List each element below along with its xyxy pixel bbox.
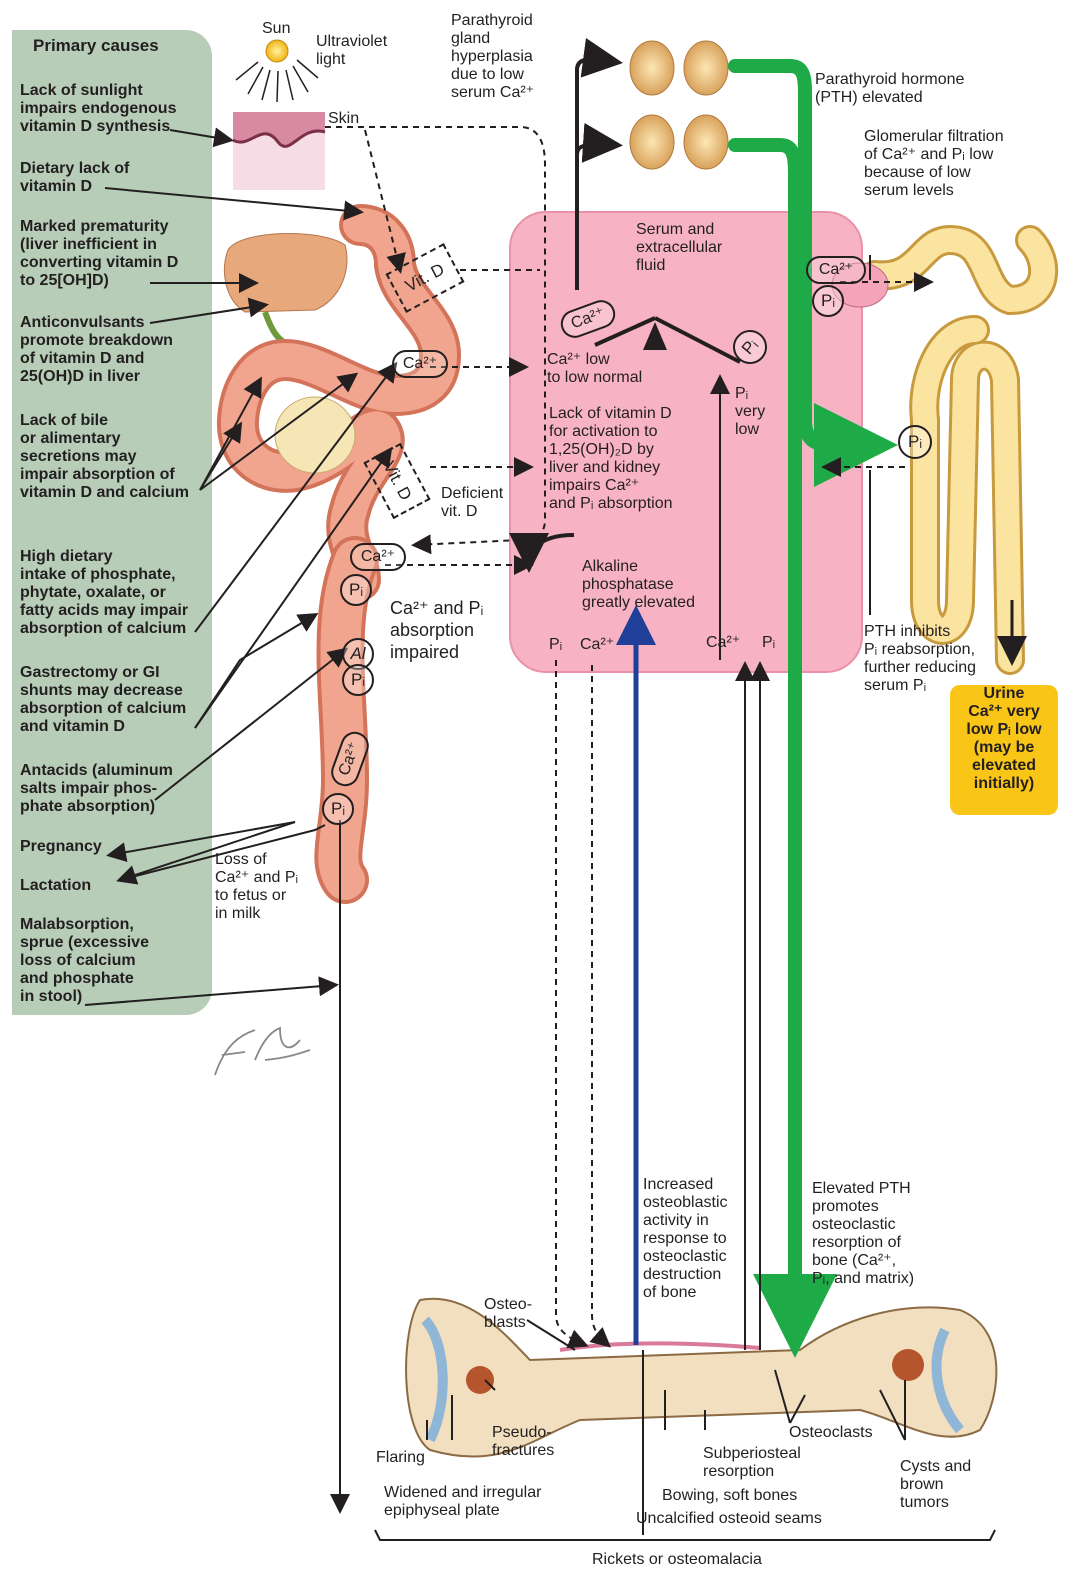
cause-pregnancy: Pregnancy bbox=[20, 838, 102, 856]
glomerular-label: Glomerular filtration of Ca²⁺ and Pᵢ low… bbox=[864, 128, 1004, 200]
lack-vitd-label: Lack of vitamin D for activation to 1,25… bbox=[549, 405, 673, 513]
elevated-pth-bone-label: Elevated PTH promotes osteoclastic resor… bbox=[812, 1180, 914, 1288]
alk-phos-label: Alkaline phosphatase greatly elevated bbox=[582, 558, 695, 612]
cause-sunlight: Lack of sunlight impairs endogenous vita… bbox=[20, 82, 176, 136]
pth-elevated-label: Parathyroid hormone (PTH) elevated bbox=[815, 71, 964, 107]
pi-very-low-label: Pᵢ very low bbox=[735, 385, 765, 439]
serum-pi-left: Pᵢ bbox=[549, 636, 562, 654]
pi-intestine-tag: Pᵢ bbox=[340, 574, 372, 606]
deficient-vitd-label: Deficient vit. D bbox=[441, 485, 503, 521]
signature-netter bbox=[215, 1028, 310, 1075]
cause-anticonvulsants: Anticonvulsants promote breakdown of vit… bbox=[20, 314, 173, 386]
ca-kidney-tag: Ca²⁺ bbox=[806, 256, 866, 284]
flaring-label: Flaring bbox=[376, 1449, 425, 1467]
cause-malabsorption: Malabsorption, sprue (excessive loss of … bbox=[20, 916, 149, 1006]
skin-illustration bbox=[233, 112, 325, 190]
increased-osteoblastic-label: Increased osteoblastic activity in respo… bbox=[643, 1176, 728, 1302]
sun-icon bbox=[236, 40, 318, 102]
subperiosteal-label: Subperiosteal resorption bbox=[703, 1445, 801, 1481]
ca-stomach-tag: Ca²⁺ bbox=[392, 350, 448, 378]
liver-illustration bbox=[224, 234, 347, 312]
parathyroid-glands-illustration bbox=[630, 41, 728, 169]
ca-low-label: Ca²⁺ low to low normal bbox=[547, 351, 642, 387]
cause-gastrectomy: Gastrectomy or GI shunts may decrease ab… bbox=[20, 664, 186, 736]
pi-kidney-tag: Pᵢ bbox=[812, 285, 844, 317]
cause-bile: Lack of bile or alimentary secretions ma… bbox=[20, 412, 189, 502]
uncalcified-label: Uncalcified osteoid seams bbox=[636, 1510, 822, 1528]
cause-dietary: Dietary lack of vitamin D bbox=[20, 160, 129, 196]
cysts-label: Cysts and brown tumors bbox=[900, 1458, 971, 1512]
pi-tubule-tag: Pᵢ bbox=[898, 425, 932, 459]
pseudofractures-label: Pseudo- fractures bbox=[492, 1424, 554, 1460]
uv-label: Ultraviolet light bbox=[316, 33, 387, 69]
cause-phosphate: High dietary intake of phosphate, phytat… bbox=[20, 548, 188, 638]
serum-ca-right: Ca²⁺ bbox=[706, 634, 740, 652]
serum-label: Serum and extracellular fluid bbox=[636, 221, 722, 275]
serum-pi-right: Pᵢ bbox=[762, 634, 775, 652]
loss-fetus-label: Loss of Ca²⁺ and Pᵢ to fetus or in milk bbox=[215, 851, 298, 923]
ca-intestine-tag: Ca²⁺ bbox=[350, 543, 406, 571]
pi-al-tag: Pᵢ bbox=[342, 664, 374, 696]
osteoclasts-label: Osteoclasts bbox=[789, 1424, 873, 1442]
sun-label: Sun bbox=[262, 20, 290, 38]
urine-box: Urine Ca²⁺ very low Pᵢ low (may be eleva… bbox=[950, 685, 1058, 815]
skin-label: Skin bbox=[328, 110, 359, 128]
widened-label: Widened and irregular epiphyseal plate bbox=[384, 1484, 541, 1520]
primary-causes-title: Primary causes bbox=[33, 37, 159, 55]
osteoblasts-label: Osteo- blasts bbox=[484, 1296, 532, 1332]
serum-ca-left: Ca²⁺ bbox=[580, 636, 614, 654]
absorption-impaired-label: Ca²⁺ and Pᵢ absorption impaired bbox=[390, 597, 483, 663]
cause-antacids: Antacids (aluminum salts impair phos- ph… bbox=[20, 762, 173, 816]
cause-prematurity: Marked prematurity (liver inefficient in… bbox=[20, 218, 178, 290]
parathyroid-label: Parathyroid gland hyperplasia due to low… bbox=[451, 12, 534, 102]
pi-colon-tag: Pᵢ bbox=[322, 793, 354, 825]
bowing-label: Bowing, soft bones bbox=[662, 1487, 797, 1505]
cause-lactation: Lactation bbox=[20, 877, 91, 895]
rickets-label: Rickets or osteomalacia bbox=[592, 1551, 762, 1569]
